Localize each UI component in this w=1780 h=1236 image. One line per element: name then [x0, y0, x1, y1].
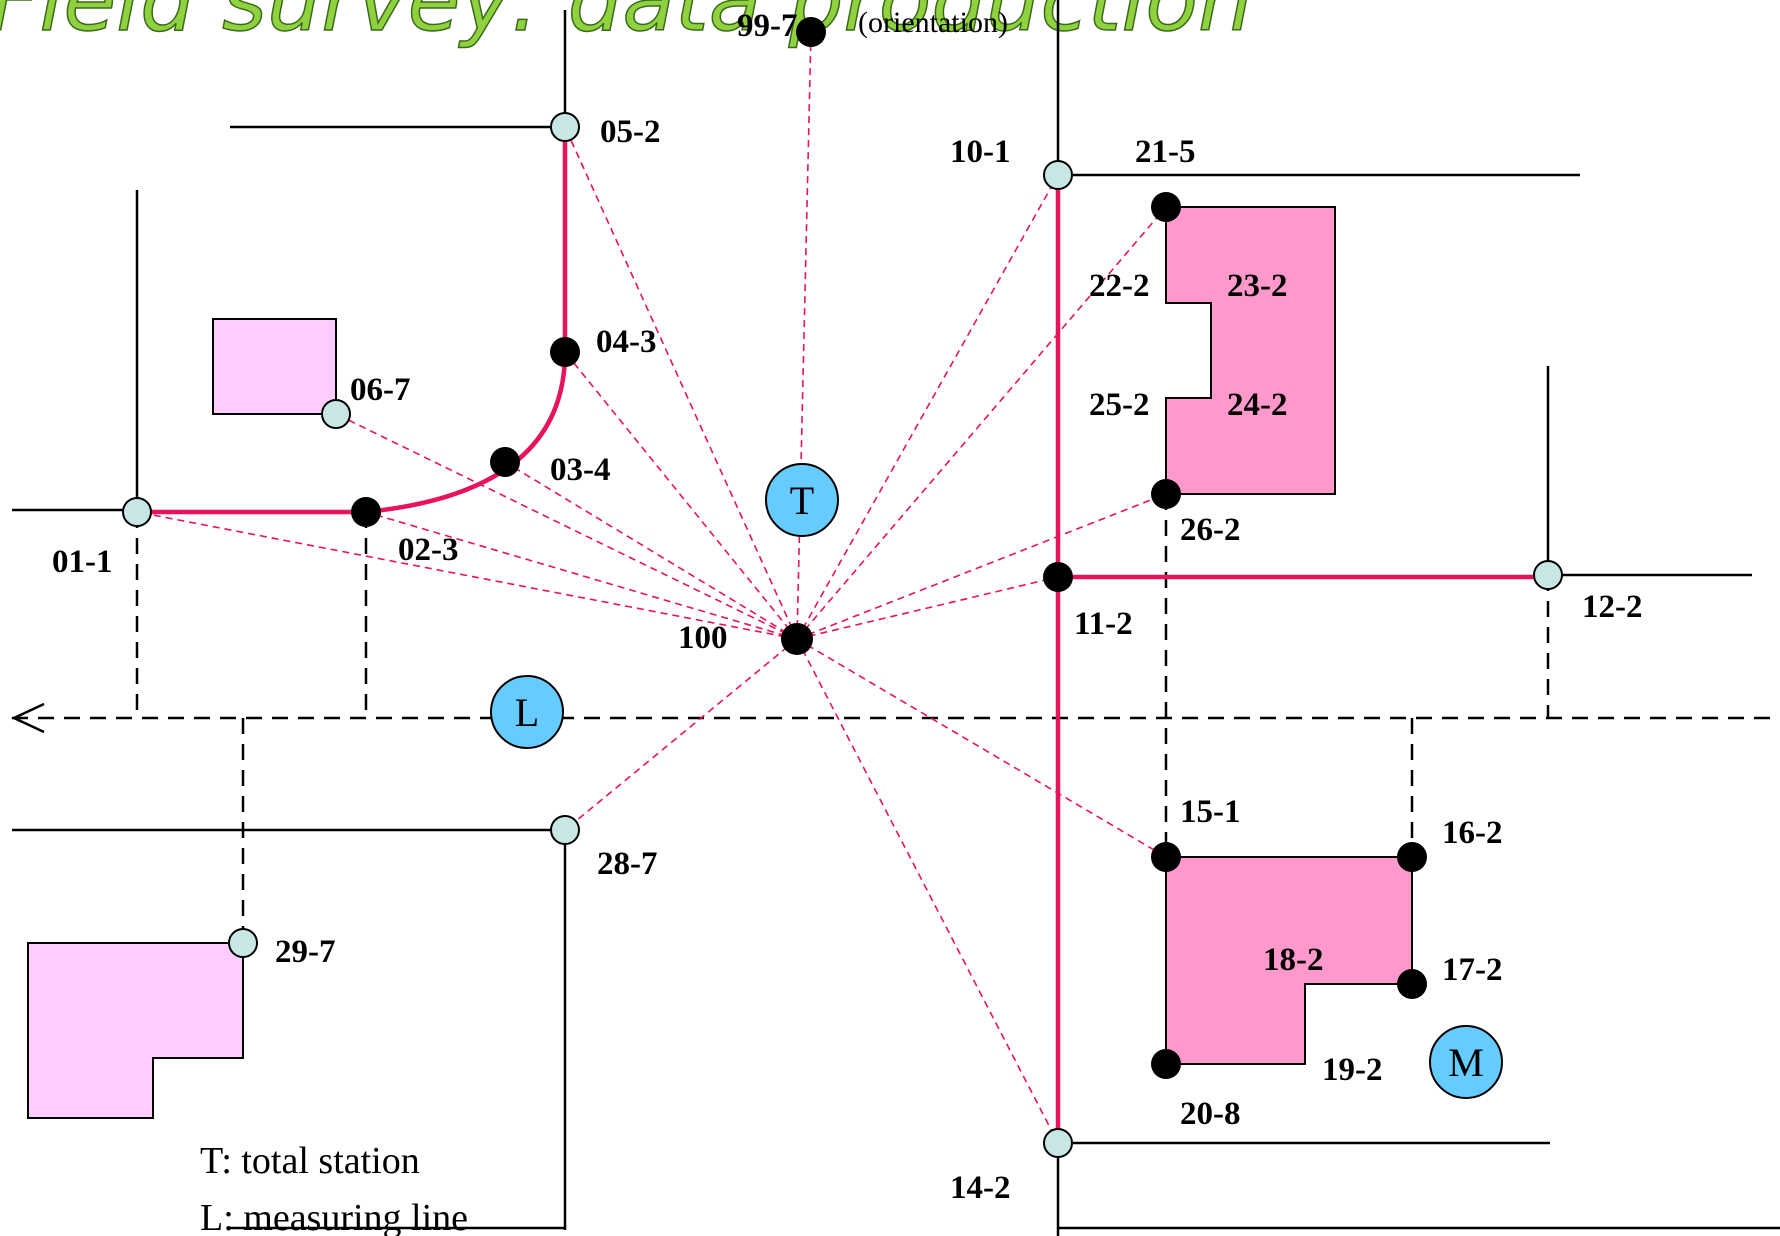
symbols: T L M — [490, 463, 1503, 1099]
label-11-2: 11-2 — [1074, 606, 1133, 642]
parcel-lines — [12, 0, 1780, 1236]
label-24-2: 24-2 — [1227, 387, 1288, 423]
label-12-2: 12-2 — [1582, 589, 1643, 625]
point-02-3 — [351, 497, 381, 527]
point-04-3 — [550, 337, 580, 367]
filled-points — [351, 17, 1427, 1079]
point-29-7 — [228, 928, 258, 958]
label-25-2: 25-2 — [1089, 387, 1150, 423]
measuring-line-arrow — [11, 702, 45, 734]
label-22-2: 22-2 — [1089, 268, 1150, 304]
label-03-4: 03-4 — [550, 452, 611, 488]
label-19-2: 19-2 — [1322, 1052, 1383, 1088]
point-10-1 — [1043, 160, 1073, 190]
open-points — [122, 112, 1563, 1158]
total-station-symbol — [765, 463, 839, 537]
point-20-8 — [1151, 1049, 1181, 1079]
radial-rays — [136, 31, 1167, 1144]
label-16-2: 16-2 — [1442, 815, 1503, 851]
building-06 — [212, 318, 337, 415]
point-05-2 — [550, 112, 580, 142]
point-01-1 — [122, 497, 152, 527]
label-29-7: 29-7 — [275, 934, 336, 970]
label-20-8: 20-8 — [1180, 1096, 1241, 1132]
label-15-1: 15-1 — [1180, 794, 1241, 830]
total-station-letter: T — [790, 478, 814, 523]
point-14-2 — [1043, 1128, 1073, 1158]
point-100 — [781, 623, 813, 655]
buildings — [27, 206, 1413, 1119]
point-17-2 — [1397, 969, 1427, 999]
point-labels: 99-7 (orientation) 05-2 10-1 21-5 04-3 0… — [52, 6, 1643, 1206]
building-21-26 — [1165, 206, 1336, 495]
measuring-line-symbol — [490, 675, 564, 749]
point-12-2 — [1533, 560, 1563, 590]
point-99-7 — [796, 17, 826, 47]
label-17-2: 17-2 — [1442, 952, 1503, 988]
label-01-1: 01-1 — [52, 544, 113, 580]
point-06-7 — [321, 399, 351, 429]
label-06-7: 06-7 — [350, 372, 411, 408]
legend: T: total station L: measuring line — [200, 1140, 468, 1236]
point-26-2 — [1151, 479, 1181, 509]
point-21-5 — [1151, 192, 1181, 222]
legend-measuring-line: L: measuring line — [200, 1197, 468, 1236]
label-28-7: 28-7 — [597, 846, 658, 882]
point-28-7 — [550, 815, 580, 845]
point-16-2 — [1397, 842, 1427, 872]
label-26-2: 26-2 — [1180, 512, 1241, 548]
marker-symbol — [1429, 1025, 1503, 1099]
offset-lines — [12, 494, 1780, 943]
label-18-2: 18-2 — [1263, 942, 1324, 978]
label-14-2: 14-2 — [950, 1170, 1011, 1206]
label-10-1: 10-1 — [950, 134, 1011, 170]
label-23-2: 23-2 — [1227, 268, 1288, 304]
orientation-note: (orientation) — [858, 6, 1008, 39]
label-21-5: 21-5 — [1135, 134, 1196, 170]
building-29 — [27, 942, 244, 1119]
legend-total-station: T: total station — [200, 1140, 420, 1182]
point-15-1 — [1151, 842, 1181, 872]
measuring-line-letter: L — [515, 690, 539, 735]
label-05-2: 05-2 — [600, 114, 661, 150]
label-99-7: 99-7 — [737, 8, 798, 44]
point-03-4 — [490, 447, 520, 477]
label-02-3: 02-3 — [398, 532, 459, 568]
label-04-3: 04-3 — [596, 324, 657, 360]
point-11-2 — [1043, 562, 1073, 592]
label-100: 100 — [678, 620, 728, 656]
road-centrelines — [137, 127, 1548, 1143]
marker-letter: M — [1448, 1040, 1484, 1085]
page-title: Field survey: data production — [0, 0, 1253, 51]
